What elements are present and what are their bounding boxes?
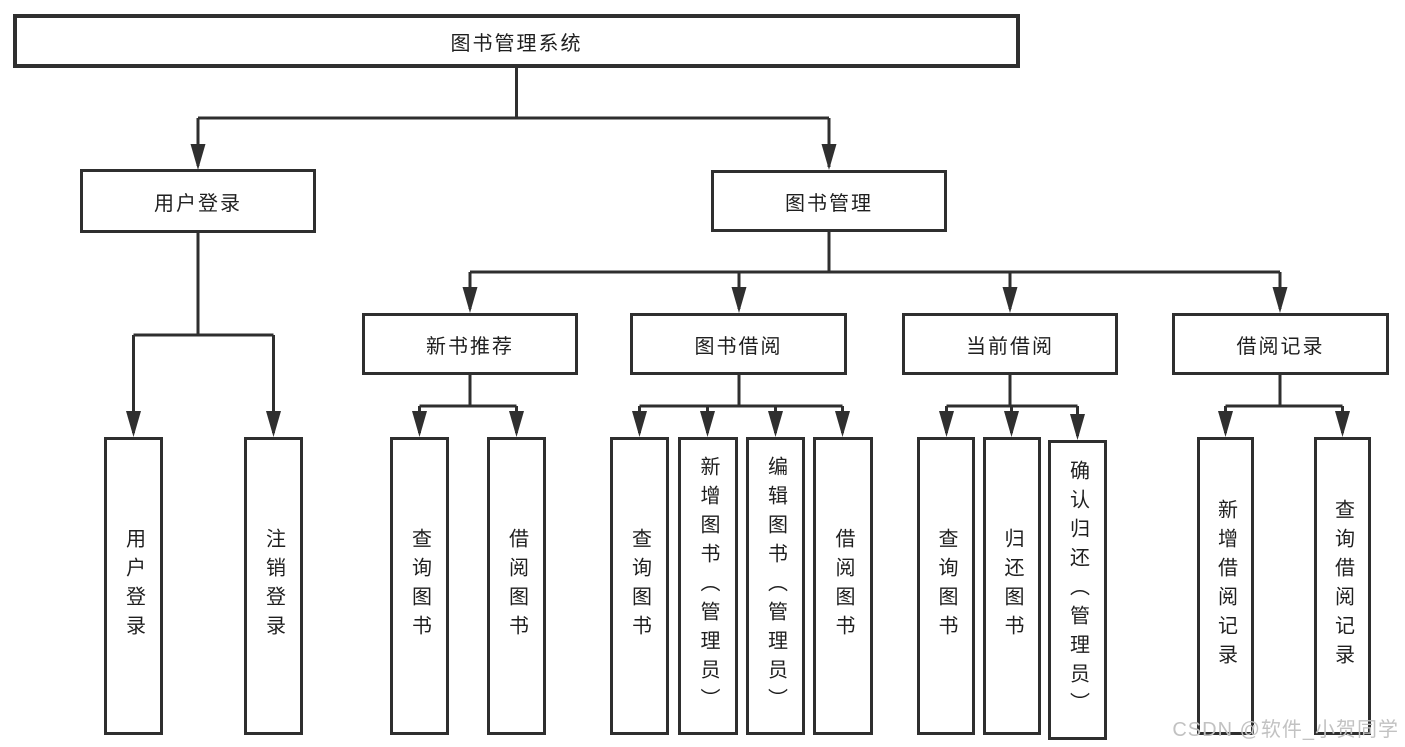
arrowhead <box>126 411 141 437</box>
connector-current-borrowing-to-leaves <box>939 375 1085 440</box>
connector-root-to-level2 <box>190 68 837 170</box>
node-label: 查询图书 <box>408 528 431 644</box>
node-label: 图书借阅 <box>694 335 783 358</box>
node-label: 新增借阅记录 <box>1214 499 1237 673</box>
arrowhead <box>190 144 206 170</box>
node-label: 确认归还（管理员） <box>1066 459 1089 721</box>
leaf-logout: 注销登录 <box>244 437 303 735</box>
node-system-root: 图书管理系统 <box>13 14 1020 68</box>
node-label: 用户登录 <box>154 192 242 215</box>
leaf-newbook-query-books: 查询图书 <box>390 437 449 735</box>
csdn-watermark: CSDN @软件_小贺同学 <box>1172 719 1399 741</box>
arrowhead <box>731 287 747 313</box>
arrowhead <box>632 411 647 437</box>
connector-borrow-records-to-leaves <box>1218 375 1350 437</box>
arrowhead <box>1272 287 1288 313</box>
node-book-borrowing: 图书借阅 <box>630 313 847 375</box>
leaf-current-confirm-return-admin: 确认归还（管理员） <box>1048 440 1107 740</box>
connector-new-book-recommend-to-leaves <box>412 375 524 437</box>
leaf-borrowing-borrow-books: 借阅图书 <box>813 437 873 735</box>
leaf-records-query-borrow-record: 查询借阅记录 <box>1314 437 1371 735</box>
arrowhead <box>768 411 783 437</box>
node-label: 查询借阅记录 <box>1331 499 1354 673</box>
node-label: 编辑图书（管理员） <box>764 455 787 717</box>
node-label: 用户登录 <box>122 528 145 644</box>
leaf-current-query-books: 查询图书 <box>917 437 975 735</box>
arrowhead <box>1004 411 1019 437</box>
node-user-login-group: 用户登录 <box>80 169 316 233</box>
leaf-newbook-borrow-books: 借阅图书 <box>487 437 546 735</box>
arrowhead <box>509 411 524 437</box>
node-label: 查询图书 <box>628 528 651 644</box>
node-book-management: 图书管理 <box>711 170 947 232</box>
node-label: 新增图书（管理员） <box>697 455 719 717</box>
node-current-borrowing: 当前借阅 <box>902 313 1118 375</box>
leaf-borrowing-add-books-admin: 新增图书（管理员） <box>678 437 738 735</box>
arrowhead <box>462 287 478 313</box>
arrowhead <box>939 411 954 437</box>
arrowhead <box>700 411 715 437</box>
node-label: 借阅图书 <box>505 528 528 644</box>
node-borrow-records: 借阅记录 <box>1172 313 1389 375</box>
arrowhead <box>821 144 837 170</box>
arrowhead <box>1335 411 1350 437</box>
node-label: 注销登录 <box>262 528 285 644</box>
node-label: 归还图书 <box>1001 528 1023 644</box>
leaf-borrowing-query-books: 查询图书 <box>610 437 669 735</box>
leaf-records-add-borrow-record: 新增借阅记录 <box>1197 437 1254 735</box>
leaf-borrowing-edit-books-admin: 编辑图书（管理员） <box>746 437 805 735</box>
node-label: 借阅图书 <box>832 528 854 644</box>
arrowhead <box>412 411 427 437</box>
node-label: 图书管理 <box>785 192 873 215</box>
node-label: 借阅记录 <box>1236 335 1325 358</box>
node-new-book-recommend: 新书推荐 <box>362 313 578 375</box>
connector-book-borrowing-to-leaves <box>632 375 850 437</box>
node-label: 图书管理系统 <box>450 32 583 55</box>
connector-book-management-to-level3 <box>462 232 1288 313</box>
node-label: 查询图书 <box>935 528 957 644</box>
connector-user-login-to-leaves <box>126 233 281 437</box>
leaf-current-return-books: 归还图书 <box>983 437 1041 735</box>
arrowhead <box>1002 287 1018 313</box>
arrowhead <box>266 411 281 437</box>
arrowhead <box>1070 414 1085 440</box>
arrowhead <box>1218 411 1233 437</box>
arrowhead <box>835 411 850 437</box>
node-label: 当前借阅 <box>966 335 1054 358</box>
leaf-user-login: 用户登录 <box>104 437 163 735</box>
node-label: 新书推荐 <box>426 335 514 358</box>
